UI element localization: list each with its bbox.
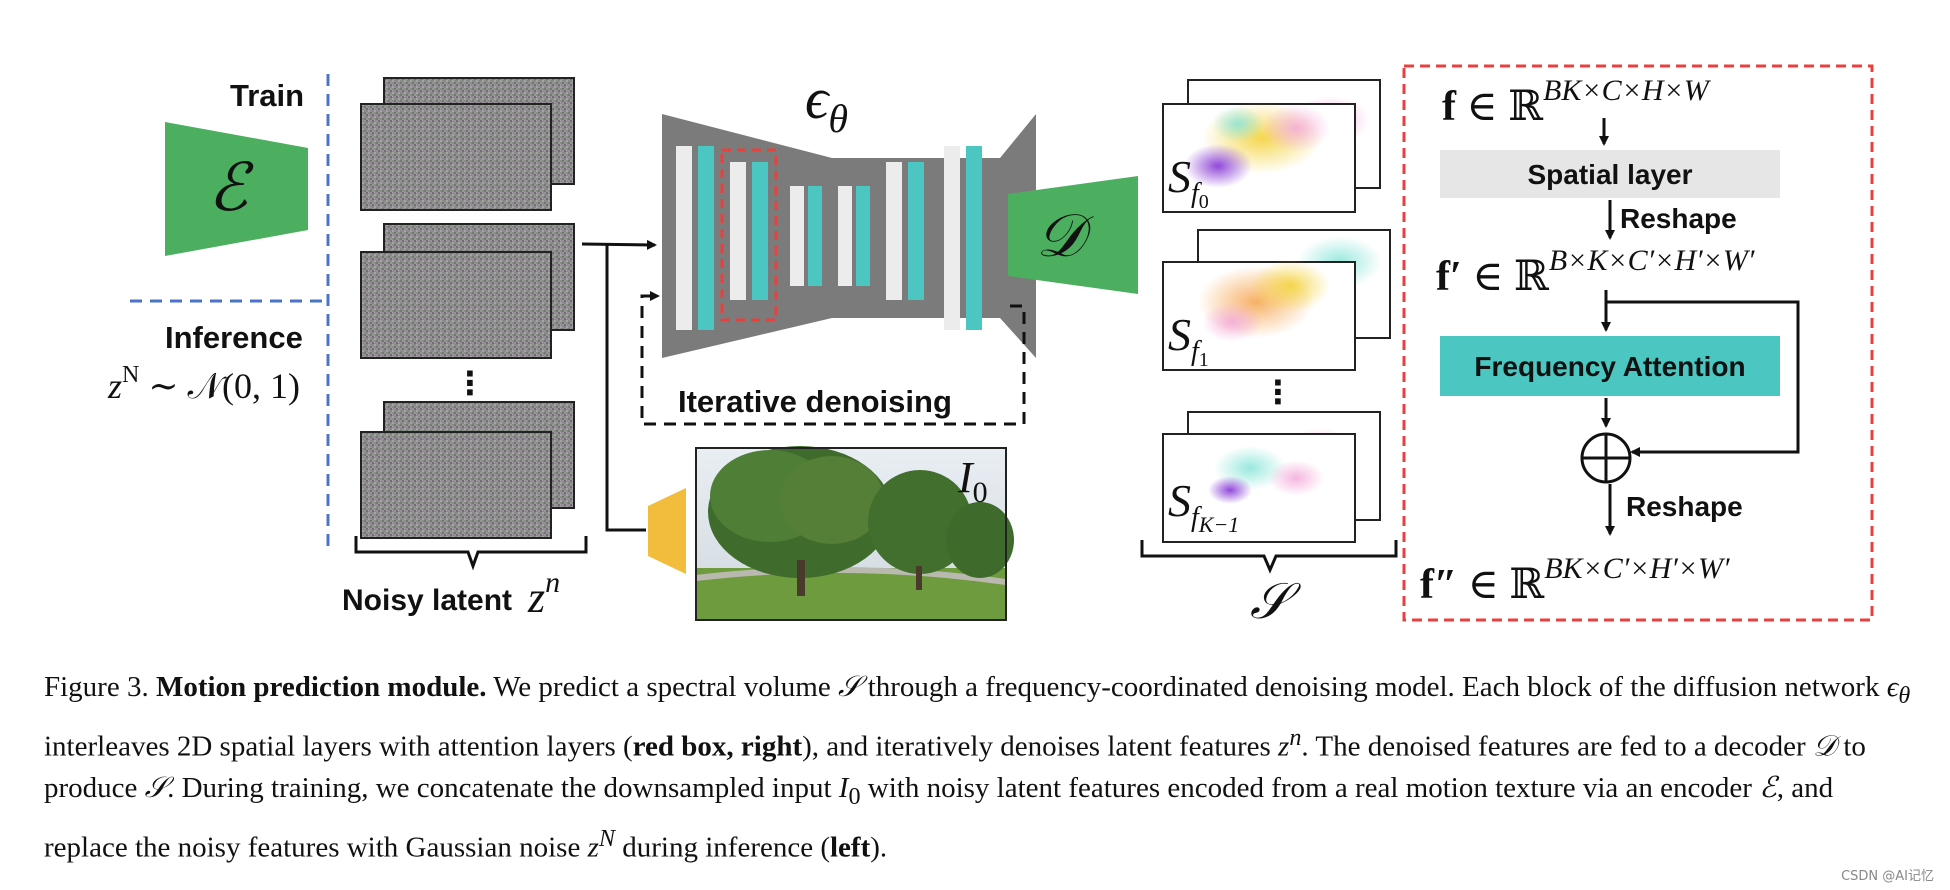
unet-attention-layer [808,186,822,286]
noise-frame-front-3 [360,431,552,539]
zN-prior-formula: zN ∼ 𝒩(0, 1) [107,362,300,406]
caption-text: through a frequency-coordinated denoisin… [860,671,1887,703]
unet-spatial-layer [944,146,960,330]
unet-attention-layer [966,146,982,330]
noisy-latent-stack: ⋮ [360,77,575,539]
caption-text: with noisy latent features encoded from … [860,772,1760,805]
unet-attention-layer [908,162,924,300]
S-f1-label: Sf1 [1168,309,1209,371]
block-detail-box [1402,64,1874,622]
reshape-label-2: Reshape [1626,491,1743,522]
spectral-volume-symbol: 𝒮 [1250,573,1302,629]
unet-attention-layer [698,146,714,330]
spectral-frames: ⋮ [1162,79,1391,543]
caption-text: . The denoised features are fed to a dec… [1301,730,1813,763]
caption-math: n [1289,723,1302,751]
caption-text: , and replace the noisy features with Ga… [44,772,1834,864]
caption-math: 𝒮 [144,772,168,805]
iterative-denoising-label: Iterative denoising [678,384,952,419]
unet-spatial-layer [790,186,804,286]
caption-math: 𝒟 [1812,730,1837,763]
noise-frame-front-1 [360,103,552,211]
encoder-trapezoid [165,122,308,256]
unet-attention-layer [752,162,768,300]
caption-text: ), and iteratively denoises latent featu… [802,730,1279,763]
caption-math: N [598,825,616,853]
unet-spatial-layer [676,146,692,330]
caption-math: I [838,772,849,805]
zn-symbol: zn [527,566,560,622]
noise-ellipsis: ⋮ [454,365,486,401]
inference-label: Inference [165,320,303,355]
spatial-layer-label: Spatial layer [1528,159,1693,190]
encoder-symbol: ℰ [208,152,254,225]
unet-attention-layer [856,186,870,286]
caption-figure-label: Figure 3. [44,671,149,703]
latent-to-unet-line [581,239,657,250]
S-fK-label: SfK−1 [1168,475,1239,537]
caption-text: interleaves 2D spatial layers with atten… [44,730,633,763]
caption-math: ℰ [1759,772,1777,805]
f-double-prime-formula: f″ ∈ ℝBK×C′×H′×W′ [1420,552,1730,608]
S-f0-label: Sf0 [1168,151,1209,213]
f-prime-formula: f′ ∈ ℝB×K×C′×H′×W′ [1436,244,1755,300]
epsilon-theta-symbol: ϵθ [805,66,848,141]
f-input-formula: f ∈ ℝBK×C×H×W [1442,74,1712,130]
unet-spatial-layer [838,186,852,286]
train-label: Train [230,78,304,113]
frequency-attention-label: Frequency Attention [1474,351,1745,382]
caption-bold-ref: left [830,831,871,864]
caption-text: to produce [44,730,1866,805]
noisy-latent-brace [354,536,588,571]
caption-text: during inference ( [615,831,830,864]
caption-math: z [1278,730,1290,763]
frequency-attention-box [1440,336,1780,396]
watermark: CSDN @AI记忆 [1841,869,1934,884]
caption-math: ϵ [1886,671,1899,703]
figure-caption: Figure 3. Motion prediction module. We p… [44,666,1924,869]
unet-spatial-layer [730,162,746,300]
caption-bold-ref: red box, right [632,730,803,763]
unet-layers [676,146,982,330]
caption-math: 𝒮 [837,671,861,703]
motion-prediction-diagram: Train ℰ Inference zN ∼ 𝒩(0, 1) ⋮ Noisy l… [107,64,1874,629]
residual-connection [1606,300,1800,457]
image-encoder-trapezoid [648,488,686,574]
image-condition-line [605,244,646,532]
caption-math: θ [1898,681,1911,709]
decoder-trapezoid [1008,176,1138,294]
spectral-volume-brace [1140,540,1398,574]
sum-icon [1580,432,1632,484]
I0-symbol: I0 [957,453,988,509]
caption-text: . During training, we concatenate the do… [167,772,839,805]
caption-text: ). [870,831,888,864]
noise-frame-front-2 [360,251,552,359]
unet-block-highlight [720,148,778,322]
reshape-label-1: Reshape [1620,203,1737,234]
caption-text: We predict a spectral volume [486,671,838,703]
caption-math: z [587,831,599,864]
caption-title: Motion prediction module. [155,671,487,703]
caption-math: 0 [848,783,861,811]
spectral-ellipsis: ⋮ [1262,374,1294,410]
spatial-layer-box [1440,150,1780,198]
iterative-loop [640,291,1026,426]
unet-spatial-layer [886,162,902,300]
input-image-I0 [695,446,1014,621]
noisy-latent-label: Noisy latent [342,584,512,617]
